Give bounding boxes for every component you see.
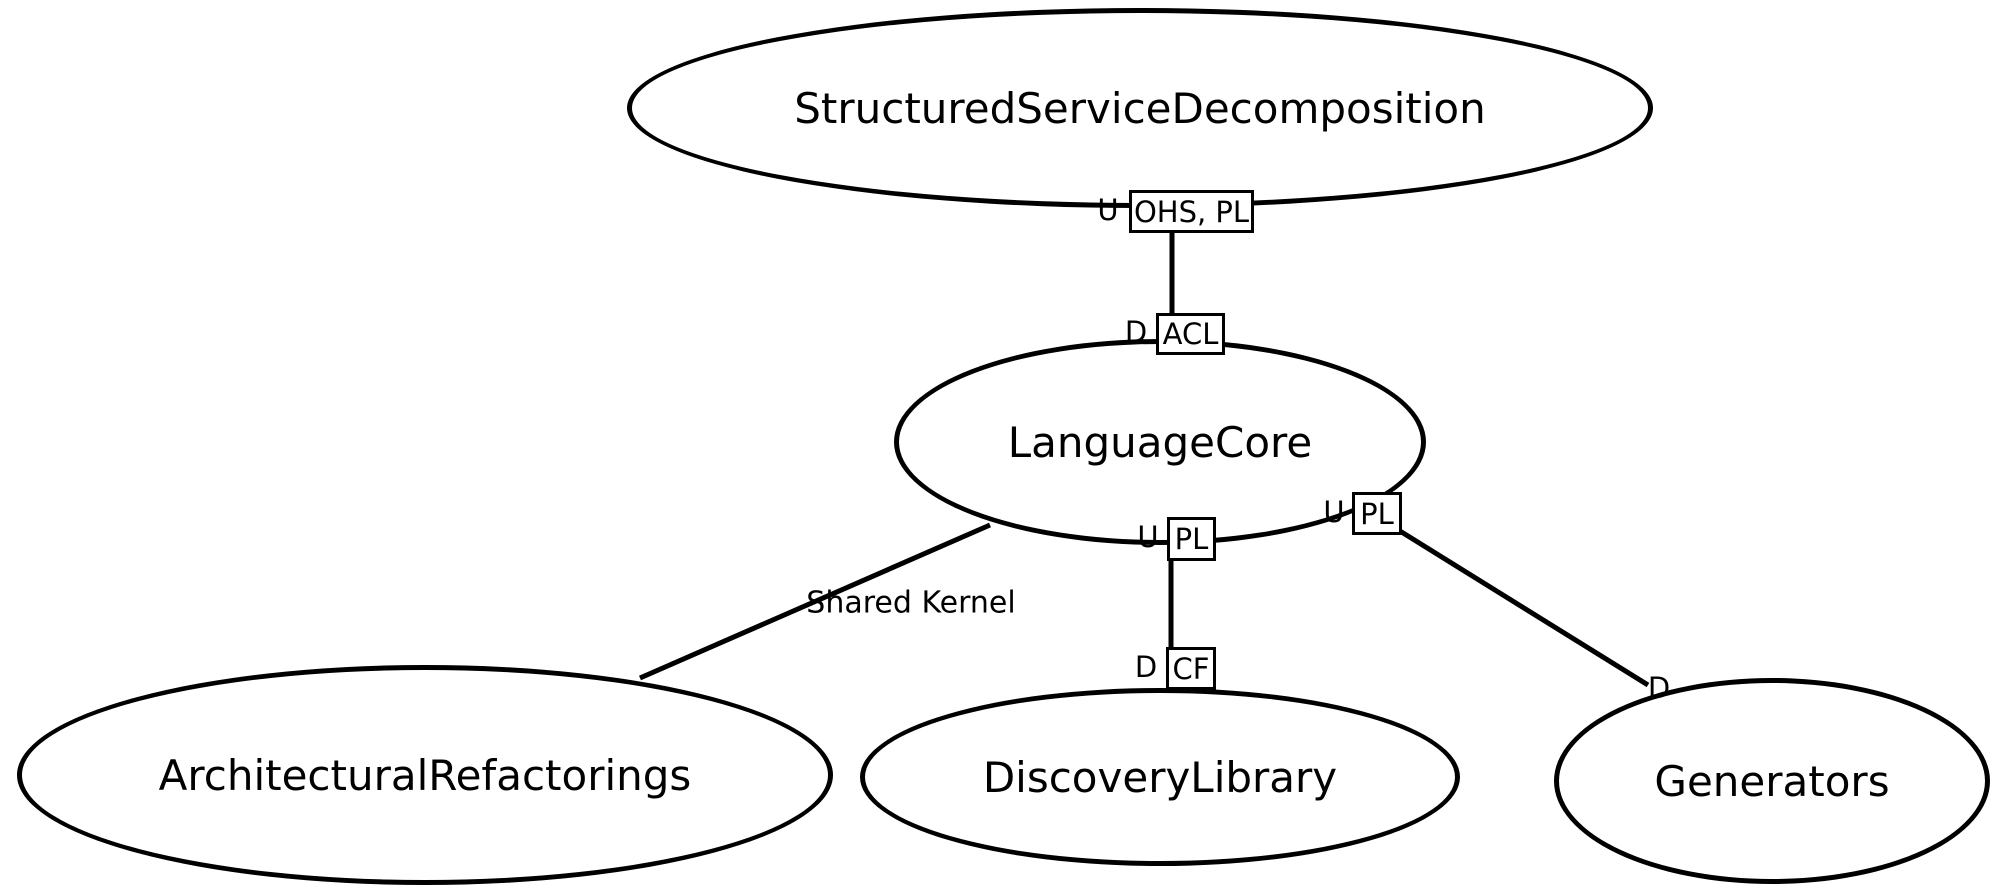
relationship-box-ohs-pl: OHS, PL	[1129, 190, 1254, 233]
relationship-box-cf: CF	[1166, 647, 1216, 690]
node-label-generators: Generators	[1654, 756, 1890, 806]
relationship-box-pl-discovery: PL	[1167, 517, 1216, 561]
node-architectural-refactorings: ArchitecturalRefactorings	[17, 665, 833, 885]
relationship-box-acl: ACL	[1156, 313, 1225, 355]
downstream-marker-languagecore: D	[1124, 315, 1148, 349]
relationship-box-pl-generators: PL	[1352, 492, 1402, 535]
node-structured-service-decomposition: StructuredServiceDecomposition	[627, 8, 1653, 208]
node-generators: Generators	[1554, 678, 1990, 884]
downstream-marker-discoverylibrary: D	[1134, 650, 1158, 684]
edge-languagecore-to-generators	[1393, 525, 1650, 688]
upstream-marker-languagecore-discovery: U	[1137, 520, 1159, 554]
node-label-structured-service-decomposition: StructuredServiceDecomposition	[794, 83, 1486, 133]
downstream-marker-generators: D	[1647, 671, 1671, 705]
node-language-core: LanguageCore	[894, 339, 1426, 545]
node-label-language-core: LanguageCore	[1007, 417, 1313, 467]
node-label-architectural-refactorings: ArchitecturalRefactorings	[158, 750, 692, 800]
shared-kernel-edge-label: Shared Kernel	[806, 585, 1016, 621]
node-discovery-library: DiscoveryLibrary	[860, 688, 1460, 866]
upstream-marker-languagecore-generators: U	[1323, 495, 1345, 529]
node-label-discovery-library: DiscoveryLibrary	[982, 752, 1338, 802]
upstream-marker-ssd: U	[1097, 193, 1119, 227]
